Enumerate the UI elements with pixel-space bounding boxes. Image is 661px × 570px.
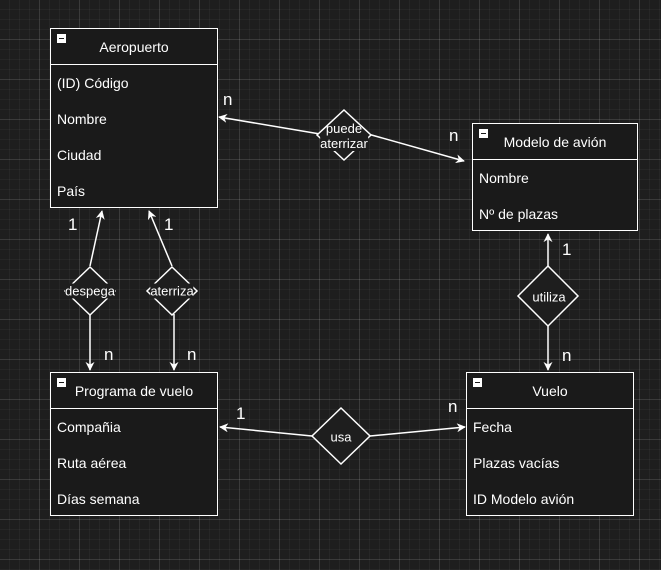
edge-usa-vuelo [369, 423, 466, 437]
cardinality-despega-programa: n [104, 345, 114, 364]
collapse-icon[interactable] [473, 378, 482, 387]
relationship-usa-label: usa [330, 429, 352, 445]
edge-puede-aterrizar-aeropuerto [218, 113, 321, 135]
attribute-nombre[interactable]: Nombre [479, 170, 529, 186]
cardinality-puede-aterrizar-modelo: n [449, 126, 459, 145]
cardinality-aterriza-aeropuerto: 1 [164, 215, 174, 234]
cardinality-puede-aterrizar-aeropuerto: n [223, 90, 233, 109]
attribute-id-modelo-avion[interactable]: ID Modelo avión [473, 491, 575, 507]
relationship-puede-aterrizar-label: puede aterrizar [320, 121, 368, 151]
entity-vuelo-title: Vuelo [532, 382, 568, 399]
attribute-nombre[interactable]: Nombre [57, 111, 107, 127]
entity-programa-vuelo-header[interactable]: Programa de vuelo [51, 373, 217, 409]
attribute-fecha[interactable]: Fecha [473, 419, 512, 435]
attribute-ruta-aerea[interactable]: Ruta aérea [57, 455, 127, 471]
attribute-dias-semana[interactable]: Días semana [57, 491, 140, 507]
relationship-utiliza[interactable] [516, 264, 580, 328]
cardinality-utiliza-modelo: 1 [562, 240, 572, 259]
cardinality-usa-vuelo: n [448, 397, 458, 416]
relationship-aterriza-label: aterriza [150, 283, 194, 299]
edge-usa-programa [219, 423, 313, 437]
collapse-icon[interactable] [479, 129, 488, 138]
relationship-usa[interactable] [310, 406, 372, 466]
attribute-num-plazas[interactable]: Nº de plazas [479, 206, 559, 222]
cardinality-despega-aeropuerto: 1 [68, 215, 78, 234]
entity-aeropuerto[interactable]: Aeropuerto (ID) Código Nombre Ciudad Paí… [50, 28, 218, 208]
edge-aterriza-aeropuerto [147, 210, 173, 267]
cardinality-usa-programa: 1 [236, 404, 246, 423]
relationship-utiliza-label: utiliza [532, 289, 566, 305]
attribute-ciudad[interactable]: Ciudad [57, 147, 102, 163]
relationship-despega-label: despega [65, 283, 115, 299]
attribute-codigo[interactable]: (ID) Código [57, 75, 129, 91]
relationship-puede-aterrizar-label-line1: puede [325, 121, 363, 136]
collapse-icon[interactable] [57, 378, 66, 387]
entity-aeropuerto-header[interactable]: Aeropuerto [51, 29, 217, 65]
attribute-plazas-vacias[interactable]: Plazas vacías [473, 455, 560, 471]
entity-vuelo-header[interactable]: Vuelo [467, 373, 633, 409]
relationship-puede-aterrizar-label-line2: aterrizar [320, 136, 368, 151]
cardinality-aterriza-programa: n [187, 345, 197, 364]
entity-modelo-avion-title: Modelo de avión [503, 133, 607, 150]
entity-programa-vuelo[interactable]: Programa de vuelo Compañia Ruta aérea Dí… [50, 372, 218, 516]
entity-aeropuerto-title: Aeropuerto [99, 38, 169, 55]
cardinality-utiliza-vuelo: n [562, 346, 572, 365]
entity-modelo-avion[interactable]: Modelo de avión Nombre Nº de plazas [472, 123, 638, 231]
edge-puede-aterrizar-modelo [367, 133, 465, 164]
entity-vuelo[interactable]: Vuelo Fecha Plazas vacías ID Modelo avió… [466, 372, 634, 516]
entity-programa-vuelo-title: Programa de vuelo [74, 382, 194, 399]
attribute-pais[interactable]: País [57, 183, 86, 199]
edge-despega-aeropuerto [89, 210, 105, 267]
attribute-compania[interactable]: Compañia [57, 419, 121, 435]
entity-modelo-avion-header[interactable]: Modelo de avión [473, 124, 637, 160]
collapse-icon[interactable] [57, 34, 66, 43]
